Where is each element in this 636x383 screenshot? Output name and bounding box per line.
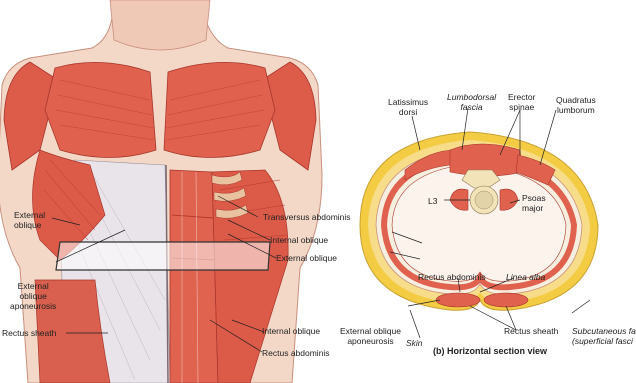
rectus-right-section	[484, 293, 528, 307]
label-erector-spinae: Erector spinae	[508, 92, 535, 112]
label-rectus-abdominis-section: Rectus abdominis	[418, 272, 486, 282]
label-rectus-sheath-section: Rectus sheath	[504, 326, 558, 336]
label-transversus-abdominis: Transversus abdominis	[263, 212, 351, 222]
label-skin: Skin	[406, 338, 423, 348]
label-rectus-abdominis-bottom: Rectus abdominis	[262, 348, 330, 358]
left-pectoralis	[45, 62, 156, 157]
horizontal-section	[360, 132, 598, 310]
section-plane	[56, 242, 270, 270]
label-rectus-sheath-left: Rectus sheath	[2, 328, 56, 338]
label-psoas-major: Psoas major	[522, 193, 546, 213]
label-quadratus-lumborum: Quadratus lumborum	[556, 95, 596, 115]
label-external-oblique-aponeurosis-section: External oblique aponeurosis	[340, 326, 401, 346]
label-external-oblique-aponeurosis: External oblique aponeurosis	[10, 281, 56, 311]
rectus-abdominis	[170, 170, 218, 383]
label-internal-oblique-bottom: Internal oblique	[262, 326, 320, 336]
label-linea-alba: Linea alba	[506, 272, 545, 282]
rectus-left-section	[436, 293, 480, 307]
label-subcutaneous-fat: Subcutaneous fa (superficial fasci	[572, 326, 636, 346]
label-l3: L3	[428, 196, 437, 206]
section-caption: (b) Horizontal section view	[433, 346, 547, 356]
label-external-oblique-right: External oblique	[276, 253, 337, 263]
neck	[110, 0, 210, 50]
label-internal-oblique: Internal oblique	[270, 235, 328, 245]
right-pectoralis	[164, 62, 275, 157]
label-external-oblique: External oblique	[14, 210, 45, 230]
label-latissimus-dorsi: Latissimus dorsi	[388, 97, 428, 117]
label-lumbodorsal-fascia: Lumbodorsal fascia	[447, 92, 496, 112]
